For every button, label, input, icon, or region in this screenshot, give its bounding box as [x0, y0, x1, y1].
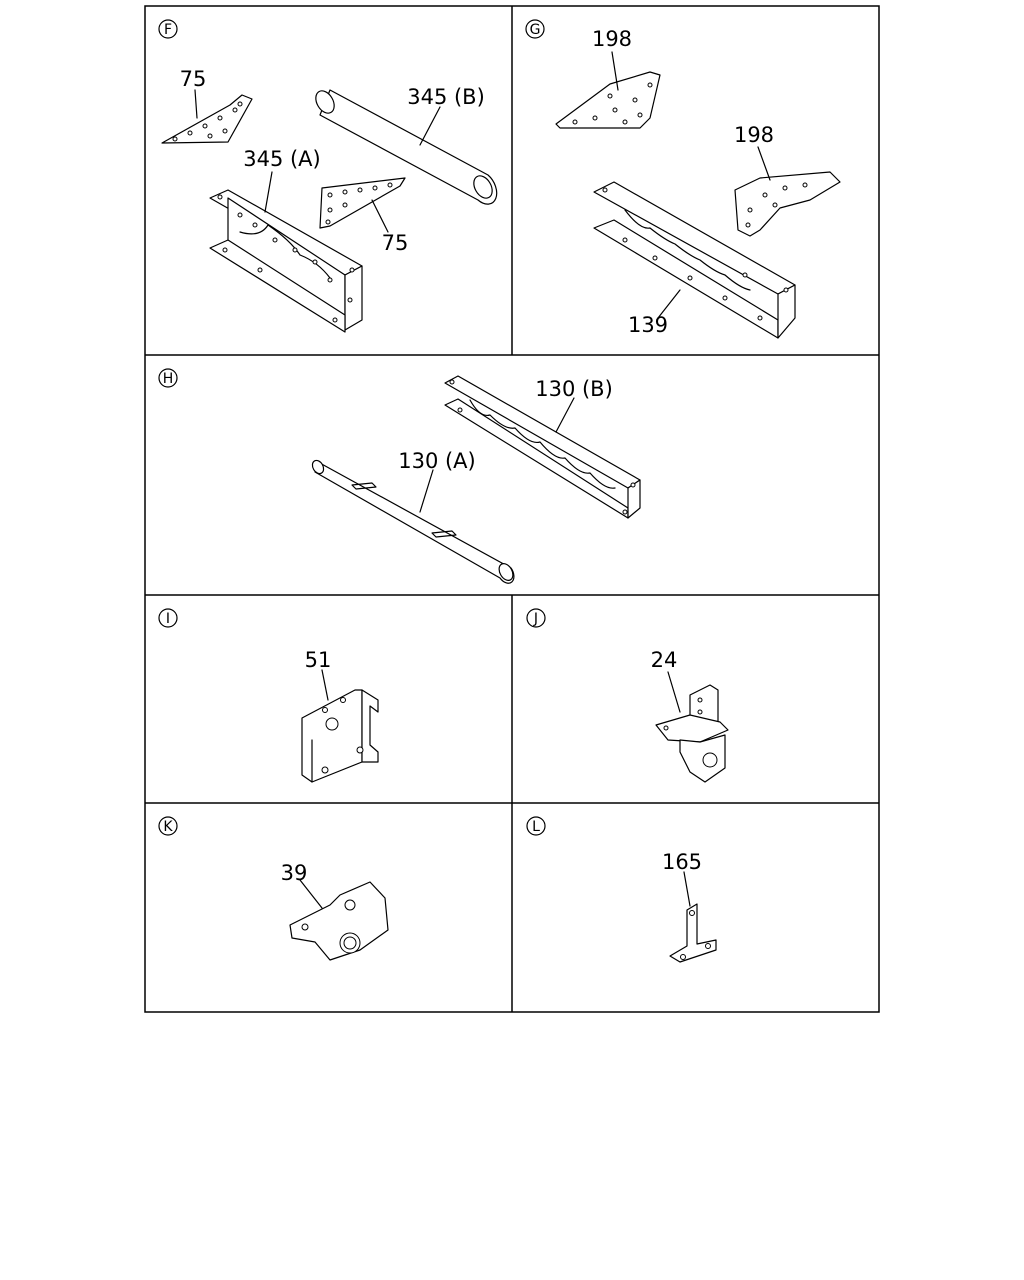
panel-h-letter: H — [163, 371, 174, 387]
panel-f: F 75 345 (B) — [158, 19, 498, 333]
part-165-bracket — [669, 903, 717, 963]
label-130-a: 130 (A) — [398, 449, 476, 473]
panel-l: L 165 — [526, 816, 717, 963]
panel-i-letter: I — [166, 611, 170, 627]
label-165: 165 — [662, 850, 702, 874]
panel-g-badge: G — [525, 19, 545, 39]
label-130-b: 130 (B) — [535, 377, 613, 401]
label-198-upper: 198 — [592, 27, 632, 51]
label-51: 51 — [305, 648, 332, 672]
part-51-bracket — [301, 689, 379, 783]
label-75-upper: 75 — [180, 67, 207, 91]
part-198-lower-plate — [734, 171, 841, 237]
panel-j: J 24 — [526, 608, 729, 783]
panel-i-badge: I — [158, 608, 178, 628]
part-139-channel — [593, 181, 796, 339]
part-39-bracket — [289, 881, 389, 961]
part-130-a-tube — [311, 459, 515, 584]
panel-l-badge: L — [526, 816, 546, 836]
label-345-b: 345 (B) — [407, 85, 485, 109]
label-75-lower: 75 — [382, 231, 409, 255]
part-130-b-channel — [444, 375, 641, 519]
panel-k-badge: K — [158, 816, 178, 836]
label-139: 139 — [628, 313, 668, 337]
panel-h: H 130 (B) 130 (A) — [158, 368, 641, 584]
panel-j-badge: J — [526, 608, 546, 628]
panel-l-letter: L — [532, 819, 540, 835]
panel-f-letter: F — [164, 22, 172, 38]
part-345-b-tube — [315, 89, 498, 205]
panel-h-badge: H — [158, 368, 178, 388]
part-345-a-channel — [209, 189, 363, 333]
part-75-upper-plate — [161, 94, 253, 144]
panel-i: I 51 — [158, 608, 379, 783]
label-39: 39 — [281, 861, 308, 885]
part-198-upper-plate — [555, 71, 661, 129]
panel-k: K 39 — [158, 816, 389, 961]
label-345-a: 345 (A) — [243, 147, 321, 171]
part-24-bracket — [655, 684, 729, 783]
label-198-lower: 198 — [734, 123, 774, 147]
panel-grid — [144, 5, 880, 1013]
part-75-lower-plate — [319, 177, 406, 229]
panel-g-letter: G — [530, 22, 541, 38]
panel-j-letter: J — [533, 611, 538, 627]
label-24: 24 — [651, 648, 678, 672]
panel-g: G 198 198 — [525, 19, 841, 339]
panel-f-badge: F — [158, 19, 178, 39]
panel-k-letter: K — [163, 819, 173, 835]
